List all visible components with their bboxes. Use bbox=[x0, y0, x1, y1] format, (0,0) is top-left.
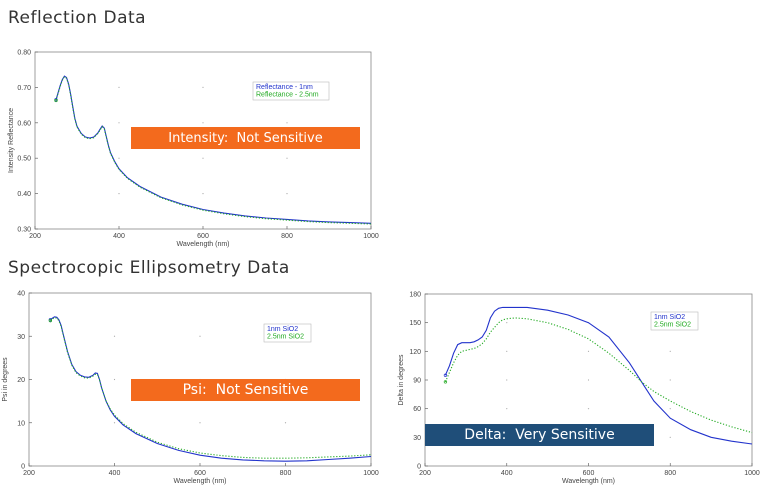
legend-box bbox=[263, 323, 312, 343]
y-tick-label: 0.50 bbox=[17, 156, 31, 163]
grid-dot bbox=[202, 193, 204, 195]
grid-dot bbox=[113, 378, 116, 381]
y-tick-label: 60 bbox=[413, 406, 421, 413]
series-start-marker bbox=[48, 319, 53, 323]
x-tick-label: 800 bbox=[281, 233, 293, 240]
y-tick-label: 180 bbox=[409, 292, 421, 299]
x-tick-label: 400 bbox=[113, 233, 125, 240]
reflection-heading: Reflection Data bbox=[8, 8, 147, 28]
x-tick-label: 200 bbox=[29, 233, 41, 240]
grid-dot bbox=[202, 86, 204, 88]
delta-callout: Delta: Very Sensitive bbox=[425, 424, 654, 446]
grid-dot bbox=[587, 408, 590, 410]
grid-dot bbox=[587, 350, 590, 352]
x-tick-label: 600 bbox=[583, 470, 595, 477]
grid-dot bbox=[118, 157, 120, 159]
y-axis-title: Delta in degrees bbox=[398, 354, 405, 405]
x-tick-label: 800 bbox=[280, 470, 292, 477]
x-tick-label: 1000 bbox=[744, 470, 760, 477]
series-start-marker bbox=[443, 380, 448, 384]
ellipsometry-heading: Spectrocopic Ellipsometry Data bbox=[8, 258, 290, 278]
grid-dot bbox=[506, 322, 508, 324]
y-tick-label: 0.60 bbox=[17, 120, 31, 127]
y-tick-label: 0.30 bbox=[17, 227, 31, 234]
y-tick-label: 0.40 bbox=[17, 191, 31, 198]
series-line-2 bbox=[50, 317, 372, 459]
grid-dot bbox=[199, 335, 201, 337]
grid-dot bbox=[118, 193, 120, 195]
grid-dot bbox=[202, 157, 204, 159]
y-tick-label: 120 bbox=[409, 349, 421, 356]
grid-dot bbox=[506, 408, 508, 410]
series-line-1 bbox=[444, 306, 753, 445]
delta-chart: 200 400 600 800 1000 0 30 60 90 120 150 180Waveleng… bbox=[398, 292, 760, 486]
x-tick-label: 400 bbox=[501, 470, 513, 477]
legend-entry: 2.5nm SiO2 bbox=[654, 322, 691, 329]
series-start-marker bbox=[54, 98, 58, 103]
x-tick-label: 600 bbox=[194, 470, 206, 477]
legend-box bbox=[650, 311, 699, 331]
grid-dot bbox=[284, 422, 287, 424]
grid-dot bbox=[286, 122, 288, 124]
y-tick-label: 0.70 bbox=[17, 85, 31, 92]
grid-dot bbox=[286, 193, 288, 195]
series-start-marker bbox=[443, 373, 448, 377]
grid-dot bbox=[506, 350, 508, 352]
legend-entry: 2.5nm SiO2 bbox=[267, 334, 304, 341]
y-tick-label: 40 bbox=[17, 291, 25, 298]
y-tick-label: 90 bbox=[413, 378, 421, 385]
y-tick-label: 10 bbox=[17, 420, 25, 427]
grid-dot bbox=[113, 335, 116, 337]
x-tick-label: 1000 bbox=[363, 233, 379, 240]
y-tick-label: 30 bbox=[413, 435, 421, 442]
legend-entry: 1nm SiO2 bbox=[267, 326, 298, 333]
x-tick-label: 800 bbox=[664, 470, 676, 477]
legend-entry: 1nm SiO2 bbox=[654, 314, 685, 321]
y-tick-label: 0 bbox=[21, 464, 25, 471]
grid-dot bbox=[113, 422, 116, 424]
y-tick-label: 30 bbox=[17, 334, 25, 341]
grid-dot bbox=[669, 350, 671, 352]
x-tick-label: 600 bbox=[197, 233, 209, 240]
x-tick-label: 200 bbox=[419, 470, 431, 477]
intensity-callout: Intensity: Not Sensitive bbox=[131, 127, 360, 149]
grid-dot bbox=[286, 157, 288, 159]
y-tick-label: 20 bbox=[17, 377, 25, 384]
y-axis-title: Intensity Reflectance bbox=[8, 108, 15, 173]
x-tick-label: 400 bbox=[109, 470, 121, 477]
series-line-2 bbox=[55, 76, 372, 225]
grid-dot bbox=[118, 86, 120, 88]
x-axis-title: Wavelength (nm) bbox=[562, 478, 615, 485]
x-tick-label: 200 bbox=[23, 470, 35, 477]
legend-box bbox=[252, 81, 330, 101]
y-tick-label: 0 bbox=[417, 464, 421, 471]
grid-dot bbox=[669, 408, 671, 410]
grid-dot bbox=[587, 379, 590, 381]
grid-dot bbox=[669, 379, 671, 381]
series-line-2 bbox=[444, 317, 753, 434]
x-tick-label: 1000 bbox=[363, 470, 379, 477]
grid-dot bbox=[202, 122, 204, 124]
y-axis-title: Psi in degrees bbox=[2, 357, 9, 402]
psi-callout: Psi: Not Sensitive bbox=[131, 379, 360, 401]
x-axis-title: Wavelength (nm) bbox=[173, 478, 226, 485]
legend-entry: Reflectance - 1nm bbox=[256, 84, 313, 91]
grid-dot bbox=[669, 436, 671, 438]
legend-entry: Reflectance - 2.5nm bbox=[256, 92, 319, 99]
y-tick-label: 0.80 bbox=[17, 50, 31, 57]
x-axis-title: Wavelength (nm) bbox=[176, 241, 229, 248]
grid-dot bbox=[506, 379, 508, 381]
grid-dot bbox=[118, 122, 120, 124]
y-tick-label: 150 bbox=[409, 320, 421, 327]
grid-dot bbox=[199, 422, 201, 424]
